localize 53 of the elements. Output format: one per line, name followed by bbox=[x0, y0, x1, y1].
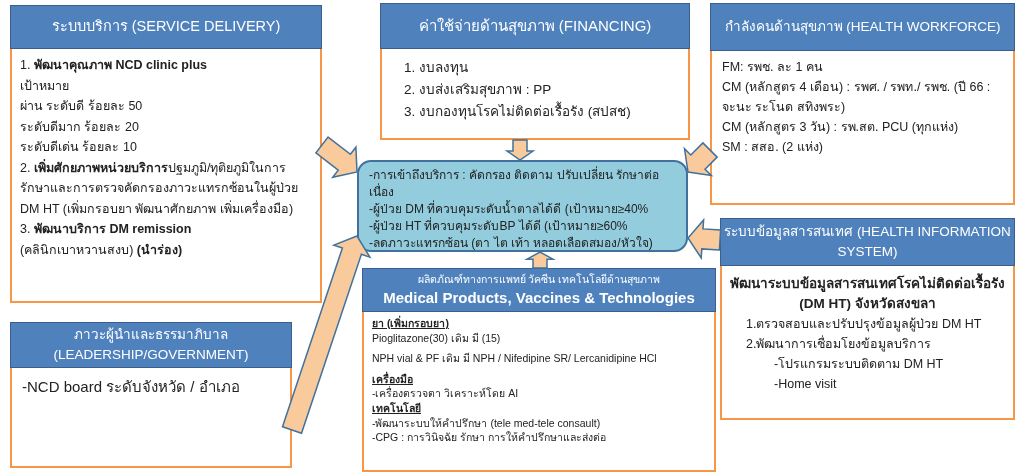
body-heading: พัฒนาระบบข้อมูลสารสนเทศโรคไม่ติดต่อเรื้อรัง (DM HT) จังหวัดสงขลา bbox=[728, 274, 1007, 314]
body-text: -CPG : การวินิจฉัย รักษา การให้คำปรึกษาและส่งต่อ bbox=[372, 430, 606, 445]
section-heading: เครื่องมือ bbox=[372, 371, 413, 386]
panel-box bbox=[710, 3, 1015, 205]
block-arrow bbox=[683, 141, 719, 177]
body-text: Pioglitazone(30) เดิม มี (15) bbox=[372, 330, 501, 346]
body-text: -การเข้าถึงบริการ : คัดกรอง ติดตาม ปรับเปลี่ยน รักษาต่อเนื่อง bbox=[369, 167, 660, 200]
panel-box bbox=[720, 218, 1015, 420]
body-text: 1.ตรวจสอบและปรับปรุงข้อมูลผู้ป่วย DM HT bbox=[745, 316, 982, 334]
body-text: -ผู้ป่วย DM ที่ควบคุมระดับน้ำตาลได้ดี (เป้าหมาย≥40% bbox=[369, 201, 649, 218]
panel-box bbox=[10, 322, 292, 468]
block-arrow bbox=[504, 139, 536, 161]
body-text: -Home visit bbox=[773, 376, 837, 393]
body-text: ระดับดีมาก ร้อยละ 20 bbox=[20, 118, 139, 136]
header-text: Medical Products, Vaccines & Technologies bbox=[382, 288, 696, 309]
block-arrow bbox=[314, 136, 358, 179]
header-text: ค่าใช้จ่ายด้านสุขภาพ (FINANCING) bbox=[417, 16, 653, 37]
body-text: -ผู้ป่วย HT ที่ควบคุมระดับBP ได้ดี (เป้าหมาย≥60% bbox=[369, 218, 628, 235]
body-text: NPH vial & PF เดิม มี NPH / Nifedipine SR/ Lercanidipine HCl bbox=[372, 351, 657, 366]
panel-box bbox=[10, 5, 322, 303]
body-text: CM (หลักสูตร 4 เดือน) : รพศ. / รพท./ รพช. (ปี 66 : จะนะ ระโนด สทิงพระ) bbox=[722, 79, 992, 116]
block-arrow bbox=[281, 235, 372, 435]
body-text: (คลินิกเบาหวานสงบ) (นำร่อง) bbox=[20, 241, 183, 259]
body-text: 1. พัฒนาคุณภาพ NCD clinic plus bbox=[20, 57, 208, 75]
section-heading: ยา (เพิ่มกรอบยา) bbox=[372, 316, 449, 331]
body-text: เป้าหมาย bbox=[20, 77, 69, 95]
body-text: -เครื่องตรวจตา วิเคราะห์โดย AI bbox=[372, 386, 519, 401]
body-text: -NCD board ระดับจังหวัด / อำเภอ bbox=[22, 377, 240, 397]
block-arrow bbox=[524, 251, 556, 269]
panel-box bbox=[380, 3, 690, 140]
header-text: กำลังคนด้านสุขภาพ (HEALTH WORKFORCE) bbox=[723, 18, 1002, 37]
callout-box bbox=[357, 160, 688, 252]
header-text: ภาวะผู้นำและธรรมาภิบาล (LEADERSHIP/GOVERNMENT) bbox=[52, 326, 250, 364]
body-text: CM (หลักสูตร 3 วัน) : รพ.สต. PCU (ทุกแห่ง) bbox=[722, 119, 959, 137]
body-text: 2. เพิ่มศักยภาพหน่วยบริการปฐมภูมิ/ทุติยภูมิในการรักษาและการตรวจคัดกรองภาวะแทรกซ้อนในผู้ป่วย DM HT (เพิ่มกรอบยา พัฒนาศักยภาพ เพิ่มเครื่องมือ) bbox=[20, 158, 299, 218]
body-text: 2.พัฒนาการเชื่อมโยงข้อมูลบริการ bbox=[745, 334, 932, 354]
body-text: FM: รพช. ละ 1 คน bbox=[722, 59, 823, 76]
body-text: SM : สสอ. (2 แห่ง) bbox=[722, 139, 823, 156]
panel-box bbox=[362, 268, 716, 472]
body-text: 3. งบกองทุนโรคไม่ติดต่อเรื้อรัง (สปสช) bbox=[404, 101, 631, 123]
section-heading: เทคโนโลยี bbox=[372, 400, 421, 416]
header-text: ระบบบริการ (SERVICE DELIVERY) bbox=[50, 17, 282, 37]
header-text: ระบบข้อมูลสารสนเทศ (HEALTH INFORMATION SYSTEM) bbox=[723, 223, 1012, 261]
body-text: -พัฒนาระบบให้คำปรึกษา (tele med-tele consault) bbox=[372, 415, 601, 431]
body-text: ผ่าน ระดับดี ร้อยละ 50 bbox=[20, 98, 143, 115]
body-text: -ลดภาวะแทรกซ้อน (ตา ไต เท้า หลอดเลือดสมอง/หัวใจ) bbox=[369, 235, 653, 252]
body-text: 3. พัฒนาบริการ DM remission bbox=[20, 221, 192, 238]
body-text: ระดับดีเด่น ร้อยละ 10 bbox=[20, 139, 137, 156]
body-text: 1. งบลงทุน bbox=[404, 59, 468, 78]
header-text: ผลิตภัณฑ์ทางการแพทย์ วัคซีน เทคโนโลยีด้านสุขภาพ bbox=[416, 271, 662, 288]
body-text: -โปรแกรมระบบติดตาม DM HT bbox=[773, 356, 944, 373]
body-text: 2. งบส่งเสริมสุขภาพ : PP bbox=[404, 81, 552, 100]
block-arrow bbox=[687, 217, 722, 261]
